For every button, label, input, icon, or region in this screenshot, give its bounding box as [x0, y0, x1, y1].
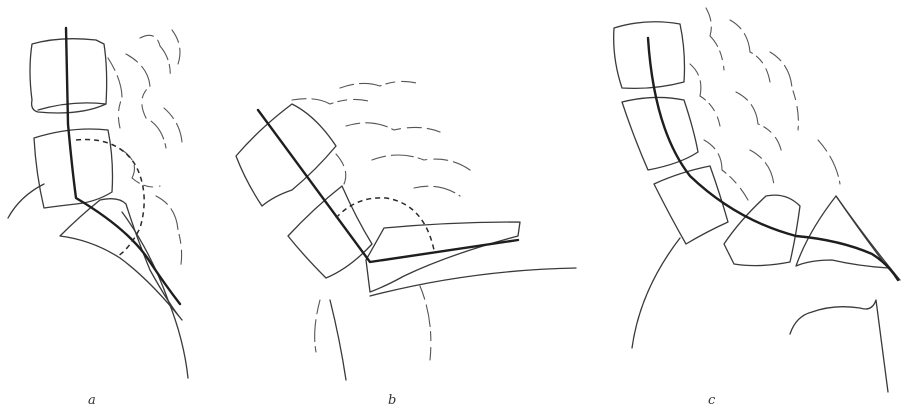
- panel-b-sacrum-base: [370, 268, 576, 296]
- panel-b-posterior-4: [372, 155, 470, 170]
- panel-b-posterior-5: [414, 186, 460, 196]
- panel-c-contour-left: [632, 238, 680, 348]
- panel-a: a: [8, 28, 188, 408]
- panel-c-posterior-7: [750, 150, 774, 186]
- panel-a-label: a: [88, 393, 96, 408]
- panel-a-sacrum: [60, 199, 182, 320]
- panel-c-contour-hook: [790, 300, 888, 392]
- panel-a-axis-line: [66, 28, 180, 304]
- panel-a-posterior-6: [156, 196, 182, 270]
- panel-a-posterior-7: [164, 108, 182, 142]
- panel-b-posterior-2: [340, 81, 420, 88]
- panel-c-posterior-5: [770, 52, 798, 130]
- panel-a-posterior-1: [108, 58, 122, 128]
- panel-a-angle-arc: [76, 140, 144, 256]
- panel-b: b: [236, 81, 576, 408]
- panel-a-posterior-3: [140, 35, 170, 80]
- panel-a-posterior-4: [172, 30, 180, 64]
- panel-b-vertebra-upper: [236, 104, 336, 206]
- panel-c-vertebra-middle: [622, 97, 698, 170]
- panel-c: c: [614, 8, 900, 408]
- panel-c-posterior-4: [736, 92, 782, 154]
- panel-a-posterior-2: [126, 54, 166, 148]
- panel-b-label: b: [388, 393, 396, 408]
- panel-a-vertebra-upper-rim: [38, 103, 106, 110]
- panel-b-vertebra-lower: [288, 186, 372, 278]
- panel-b-contour-lower: [330, 300, 346, 380]
- panel-b-angle-arc: [336, 198, 434, 250]
- panel-c-label: c: [708, 393, 716, 408]
- panel-b-posterior-8: [315, 300, 320, 352]
- panel-c-posterior-6: [704, 140, 748, 200]
- panel-c-posterior-2: [730, 20, 770, 82]
- panel-c-posterior-8: [818, 140, 840, 184]
- panel-c-vertebra-l5: [724, 195, 800, 265]
- panel-b-sacrum: [366, 222, 520, 292]
- panel-c-posterior-1: [706, 8, 724, 70]
- panel-b-posterior-6: [336, 154, 346, 184]
- panel-c-sacrum: [796, 196, 888, 268]
- panel-a-contour-long: [122, 212, 188, 378]
- panel-c-posterior-3: [690, 64, 720, 126]
- panel-a-contour-left: [8, 184, 44, 218]
- panel-b-posterior-1: [292, 99, 372, 104]
- panel-b-posterior-3: [346, 123, 440, 132]
- panel-c-sacrum-tail: [836, 196, 900, 280]
- panel-b-posterior-7: [420, 286, 431, 360]
